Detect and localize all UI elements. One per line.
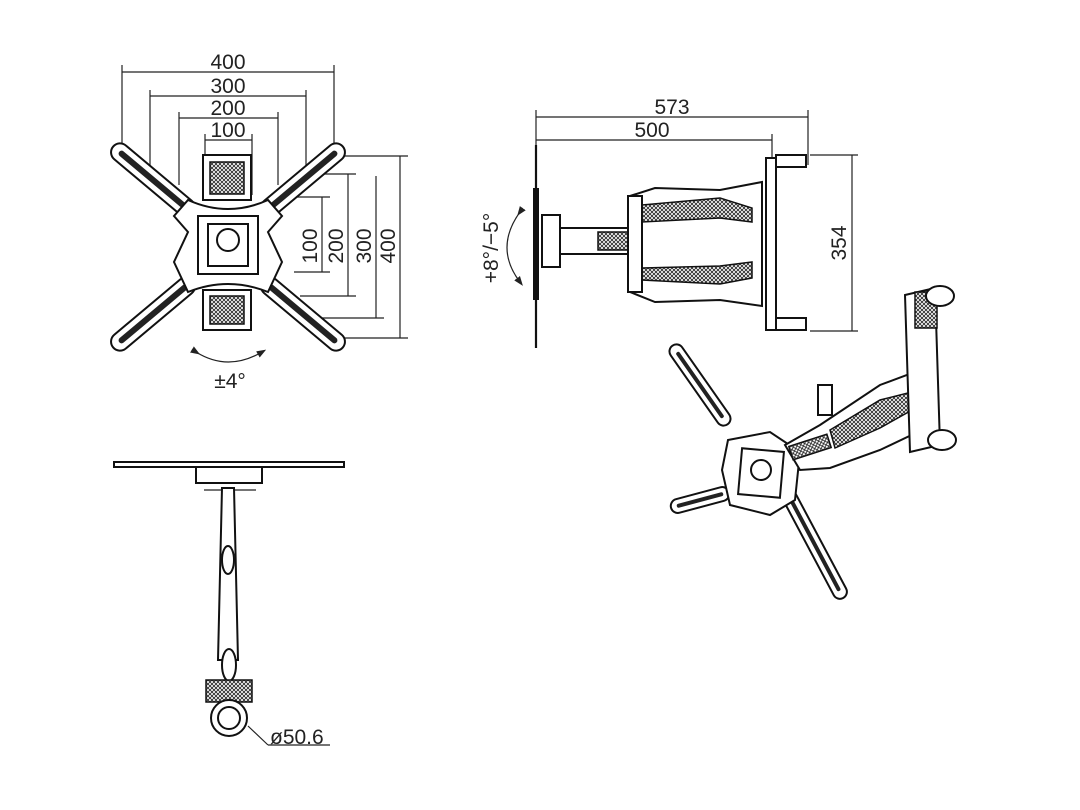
- side-plate-strip: [533, 188, 539, 300]
- front-height-200: 200: [325, 228, 348, 263]
- side-wall-plate: [765, 154, 807, 331]
- front-rotation: ±4°: [190, 346, 267, 393]
- side-arm: [627, 180, 763, 308]
- side-extension-max: 573: [654, 96, 689, 119]
- front-brackets: [202, 154, 252, 331]
- top-clamp: [205, 679, 253, 703]
- top-view: ø50.6: [113, 461, 345, 749]
- side-height-label: 354: [828, 225, 851, 260]
- side-extension-min: 500: [634, 119, 669, 142]
- side-view: 573 500 354: [480, 96, 858, 348]
- front-width-100: 100: [210, 119, 245, 142]
- top-pole-diameter: ø50.6: [270, 726, 324, 749]
- front-height-300: 300: [353, 228, 376, 263]
- front-height-400: 400: [377, 228, 400, 263]
- side-tilt: +8°/−5°: [480, 206, 526, 286]
- side-height-dimension: 354: [810, 154, 858, 332]
- front-width-400: 400: [210, 51, 245, 74]
- side-extension-dimensions: 573 500: [535, 96, 809, 165]
- front-width-200: 200: [210, 97, 245, 120]
- side-tilt-label: +8°/−5°: [480, 213, 503, 284]
- front-rotation-label: ±4°: [214, 370, 246, 393]
- front-height-100: 100: [299, 228, 322, 263]
- isometric-view: [668, 285, 957, 600]
- front-width-300: 300: [210, 75, 245, 98]
- front-width-dimensions: 400 300 200 100: [121, 51, 335, 195]
- front-center-plate: [172, 198, 284, 294]
- front-view: 400 300 200 100 100 200 300 400: [110, 51, 408, 393]
- side-tilt-head: [541, 214, 633, 268]
